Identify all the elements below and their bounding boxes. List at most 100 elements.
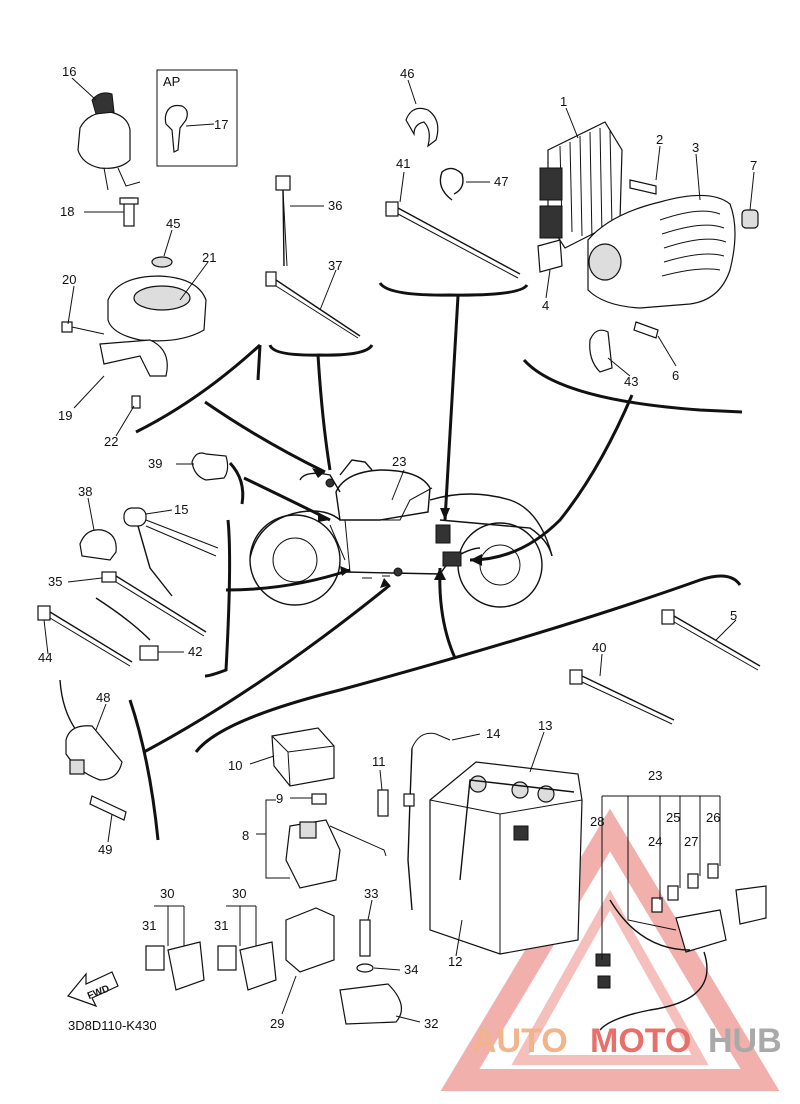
- clamp-part-39: [191, 452, 229, 481]
- callout-16: 16: [62, 64, 76, 79]
- cable-tie-part-37: [265, 271, 277, 287]
- relay-part-29: [285, 907, 335, 973]
- clip-part-46: [405, 107, 439, 148]
- cable-tie-part-40: [569, 669, 583, 685]
- bolt-part-11: [377, 789, 389, 817]
- clamp-part-43: [589, 329, 613, 373]
- callout-8: 8: [242, 828, 249, 843]
- cable-tie-part-35: [101, 571, 117, 583]
- callout-24: 24: [648, 834, 662, 849]
- cable-tie-part-41: [385, 201, 399, 217]
- callout-9: 9: [276, 791, 283, 806]
- bolt-part-22: [131, 395, 141, 409]
- callout-20: 20: [62, 272, 76, 287]
- washer-part-34: [356, 963, 374, 973]
- callout-7: 7: [750, 158, 757, 173]
- callout-1: 1: [560, 94, 567, 109]
- watermark-logo: AUTO MOTO HUB: [440, 808, 782, 1091]
- battery-part-13: [429, 761, 583, 955]
- callout-26: 26: [706, 810, 720, 825]
- bolt-part-20: [61, 321, 73, 333]
- relay-cover-part-10: [271, 727, 335, 787]
- connector-a: [539, 167, 563, 201]
- callout-10: 10: [228, 758, 242, 773]
- callout-43: 43: [624, 374, 638, 389]
- fuse-part-9: [311, 793, 327, 805]
- callout-31a: 31: [142, 918, 156, 933]
- callout-35: 35: [48, 574, 62, 589]
- grommet-part-7: [741, 209, 759, 229]
- callout-46: 46: [400, 66, 414, 81]
- callout-12: 12: [448, 954, 462, 969]
- group-brackets: [128, 282, 743, 841]
- callout-39: 39: [148, 456, 162, 471]
- callout-4: 4: [542, 298, 549, 313]
- callout-28: 28: [590, 814, 604, 829]
- callout-19: 19: [58, 408, 72, 423]
- fuse-part-24: [651, 897, 663, 913]
- diagram-code: 3D8D110-K430: [68, 1018, 157, 1033]
- key-part-17: [164, 104, 188, 153]
- callout-34: 34: [404, 962, 418, 977]
- callout-47: 47: [494, 174, 508, 189]
- callout-48: 48: [96, 690, 110, 705]
- connector-b: [539, 205, 563, 239]
- right-middle-ties: [569, 609, 761, 725]
- bolt-part-2: [629, 179, 657, 195]
- watermark-word-hub: HUB: [708, 1022, 782, 1060]
- left-middle-parts: [37, 452, 229, 821]
- regulator-cover-part-3: [587, 194, 736, 309]
- callout-49: 49: [98, 842, 112, 857]
- callout-30a: 30: [160, 886, 174, 901]
- callout-37: 37: [328, 258, 342, 273]
- fuse-box-part-23: [675, 909, 727, 953]
- connector-part-31a: [145, 945, 165, 971]
- main-switch-group: AP: [61, 69, 238, 409]
- leader-lines: [43, 77, 755, 1023]
- callout-38: 38: [78, 484, 92, 499]
- cable-tie-part-5: [661, 609, 675, 625]
- lower-electrical-group: [145, 727, 767, 1031]
- cable-tie-part-44: [37, 605, 51, 621]
- cable-tie-part-36: [275, 175, 291, 191]
- clamp-part-47: [439, 167, 464, 201]
- connector-part-23b: [735, 885, 767, 925]
- plate-part-4: [537, 239, 563, 273]
- cable-ties-top: [265, 107, 521, 339]
- callout-31b: 31: [214, 918, 228, 933]
- callout-32: 32: [424, 1016, 438, 1031]
- motorcycle-outline: [249, 459, 553, 608]
- callout-17: 17: [214, 117, 228, 132]
- callout-27: 27: [684, 834, 698, 849]
- lead-part-42: [139, 645, 159, 661]
- watermark-word-auto: AUTO: [472, 1022, 568, 1060]
- lead-part-14: [403, 793, 415, 807]
- watermark-word-moto: MOTO: [590, 1022, 691, 1060]
- clamp-part-38: [79, 529, 117, 561]
- fuse-part-28: [595, 953, 611, 967]
- bracket-part-19: [99, 339, 168, 377]
- sensor-part-15: [123, 507, 147, 527]
- callout-6: 6: [672, 368, 679, 383]
- key-in-switch: [91, 92, 115, 115]
- cap-part-45: [151, 256, 173, 268]
- fuse-part-25: [667, 885, 679, 901]
- bolt-part-6: [633, 321, 659, 339]
- callout-41: 41: [396, 156, 410, 171]
- callout-2: 2: [656, 132, 663, 147]
- bolt-part-33: [359, 919, 371, 957]
- callout-30b: 30: [232, 886, 246, 901]
- callout-42: 42: [188, 644, 202, 659]
- bolt-part-49: [89, 795, 127, 821]
- callout-36: 36: [328, 198, 342, 213]
- relay-part-30b: [239, 941, 277, 991]
- callout-44: 44: [38, 650, 52, 665]
- callout-33: 33: [364, 886, 378, 901]
- callout-numbers: 16 17 18 45 21 20 19 22 36 37 46 41 47 1…: [38, 64, 757, 1031]
- callout-21: 21: [202, 250, 216, 265]
- connector-part-31b: [217, 945, 237, 971]
- callout-45: 45: [166, 216, 180, 231]
- callout-3: 3: [692, 140, 699, 155]
- rectifier-regulator-group: [537, 121, 759, 373]
